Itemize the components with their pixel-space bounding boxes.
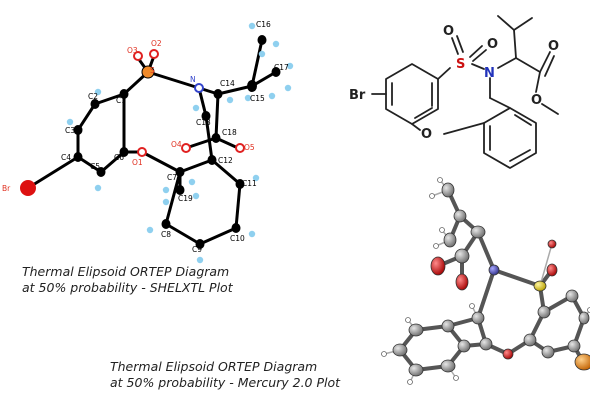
- label-C7: C7: [167, 173, 177, 182]
- label-S: S: [150, 66, 155, 75]
- label-Br: Br: [2, 184, 11, 193]
- label-C16: C16: [256, 20, 271, 29]
- ortep-shelxtl-diagram: S N O2 O3 O4 O5 O1 C1 C2 C3 C4 C5 C6 C7 …: [2, 20, 294, 264]
- label-N: N: [190, 75, 196, 84]
- struct-O-methoxy: O: [531, 93, 542, 108]
- label-O1: O1: [132, 158, 143, 167]
- caption-shelxtl: Thermal Elipsoid ORTEP Diagram at 50% pr…: [22, 264, 233, 296]
- label-C17: C17: [274, 63, 289, 72]
- label-C11: C11: [242, 179, 257, 188]
- label-C13: C13: [196, 118, 211, 127]
- caption-mercury-line-1: Thermal Elipsoid ORTEP Diagram: [110, 359, 318, 374]
- caption-shelxtl-line-2: at 50% probability - SHELXTL Plot: [22, 280, 233, 295]
- label-C5: C5: [90, 162, 100, 171]
- label-C3: C3: [65, 126, 75, 135]
- ortep-mercury-render: [381, 177, 590, 385]
- struct-O-sulfonyl-2: O: [487, 37, 498, 52]
- label-C18: C18: [222, 128, 237, 137]
- label-C8: C8: [161, 230, 171, 239]
- label-C6: C6: [114, 153, 124, 162]
- label-C1: C1: [116, 96, 126, 105]
- struct-S: S: [456, 57, 465, 72]
- label-C9: C9: [192, 245, 202, 254]
- label-C2: C2: [88, 92, 98, 101]
- label-O3: O3: [127, 46, 138, 55]
- caption-shelxtl-line-1: Thermal Elipsoid ORTEP Diagram: [22, 264, 230, 279]
- struct-N: N: [484, 66, 495, 81]
- caption-mercury: Thermal Elipsoid ORTEP Diagram at 50% pr…: [110, 359, 340, 391]
- label-O5: O5: [244, 143, 255, 152]
- struct-O-carbonyl: O: [548, 39, 559, 54]
- label-C10: C10: [230, 234, 245, 243]
- caption-mercury-line-2: at 50% probability - Mercury 2.0 Plot: [110, 375, 341, 390]
- label-C15: C15: [250, 94, 265, 103]
- label-C12: C12: [218, 156, 233, 165]
- skeletal-structure-diagram: Br S N O O O O O: [349, 15, 559, 169]
- label-C19: C19: [178, 194, 193, 203]
- label-O4: O4: [171, 140, 182, 149]
- struct-O-sulfonyl-1: O: [443, 24, 454, 39]
- struct-O-ether: O: [421, 127, 432, 142]
- label-O2: O2: [151, 39, 162, 48]
- struct-Br: Br: [349, 88, 366, 103]
- label-C4: C4: [61, 153, 71, 162]
- label-C14: C14: [220, 79, 235, 88]
